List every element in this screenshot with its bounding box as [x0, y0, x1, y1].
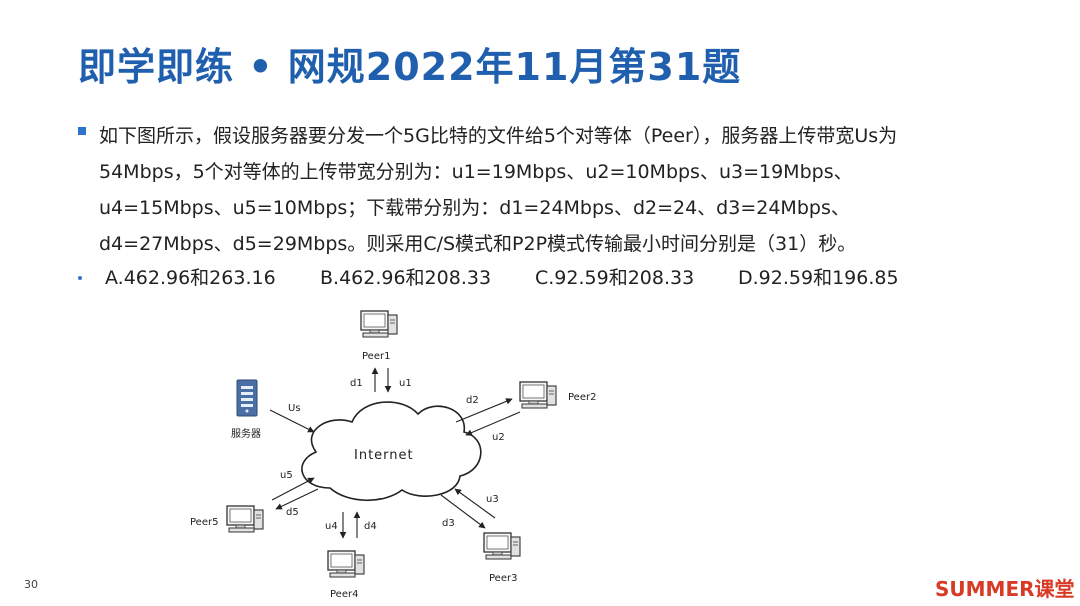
page-number: 30 — [24, 578, 38, 591]
peer1-computer-icon — [360, 310, 398, 338]
u4-label: u4 — [325, 521, 338, 532]
question-line: 54Mbps，5个对等体的上传带宽分别为：u1=19Mbps、u2=10Mbps… — [99, 161, 853, 183]
us-label: Us — [288, 403, 301, 414]
question-line: 如下图所示，假设服务器要分发一个5G比特的文件给5个对等体（Peer），服务器上… — [99, 125, 898, 147]
peer5-label: Peer5 — [190, 517, 218, 528]
internet-cloud-icon — [301, 401, 482, 502]
u2-label: u2 — [492, 432, 505, 443]
d1-label: d1 — [350, 378, 363, 389]
peer4-label: Peer4 — [330, 589, 358, 600]
peer2-computer-icon — [519, 381, 557, 409]
u3-label: u3 — [486, 494, 499, 505]
server-label: 服务器 — [231, 427, 261, 440]
options-bullet — [78, 276, 82, 280]
d4-label: d4 — [364, 521, 377, 532]
d3-label: d3 — [442, 518, 455, 529]
option-a: A.462.96和263.16 — [105, 267, 276, 289]
peer3-label: Peer3 — [489, 573, 517, 584]
peer1-label: Peer1 — [362, 351, 390, 362]
peer4-computer-icon — [327, 550, 365, 578]
u1-label: u1 — [399, 378, 412, 389]
option-d: D.92.59和196.85 — [738, 267, 899, 289]
question-bullet — [78, 127, 86, 135]
u5-label: u5 — [280, 470, 293, 481]
internet-label: Internet — [354, 448, 414, 463]
question-block: 如下图所示，假设服务器要分发一个5G比特的文件给5个对等体（Peer），服务器上… — [78, 118, 978, 262]
question-line: d4=27Mbps、d5=29Mbps。则采用C/S模式和P2P模式传输最小时间… — [99, 233, 857, 255]
option-c: C.92.59和208.33 — [535, 267, 695, 289]
peer5-computer-icon — [226, 505, 264, 533]
peer2-label: Peer2 — [568, 392, 596, 403]
answer-options: A.462.96和263.16 B.462.96和208.33 C.92.59和… — [78, 262, 978, 294]
d2-label: d2 — [466, 395, 479, 406]
server-icon — [236, 379, 258, 417]
option-b: B.462.96和208.33 — [320, 267, 492, 289]
question-line: u4=15Mbps、u5=10Mbps；下载带分别为：d1=24Mbps、d2=… — [99, 197, 850, 219]
d5-label: d5 — [286, 507, 299, 518]
slide-title: 即学即练 • 网规2022年11月第31题 — [78, 45, 742, 89]
brand-logo: SUMMER课堂 — [935, 577, 1075, 601]
peer3-computer-icon — [483, 532, 521, 560]
